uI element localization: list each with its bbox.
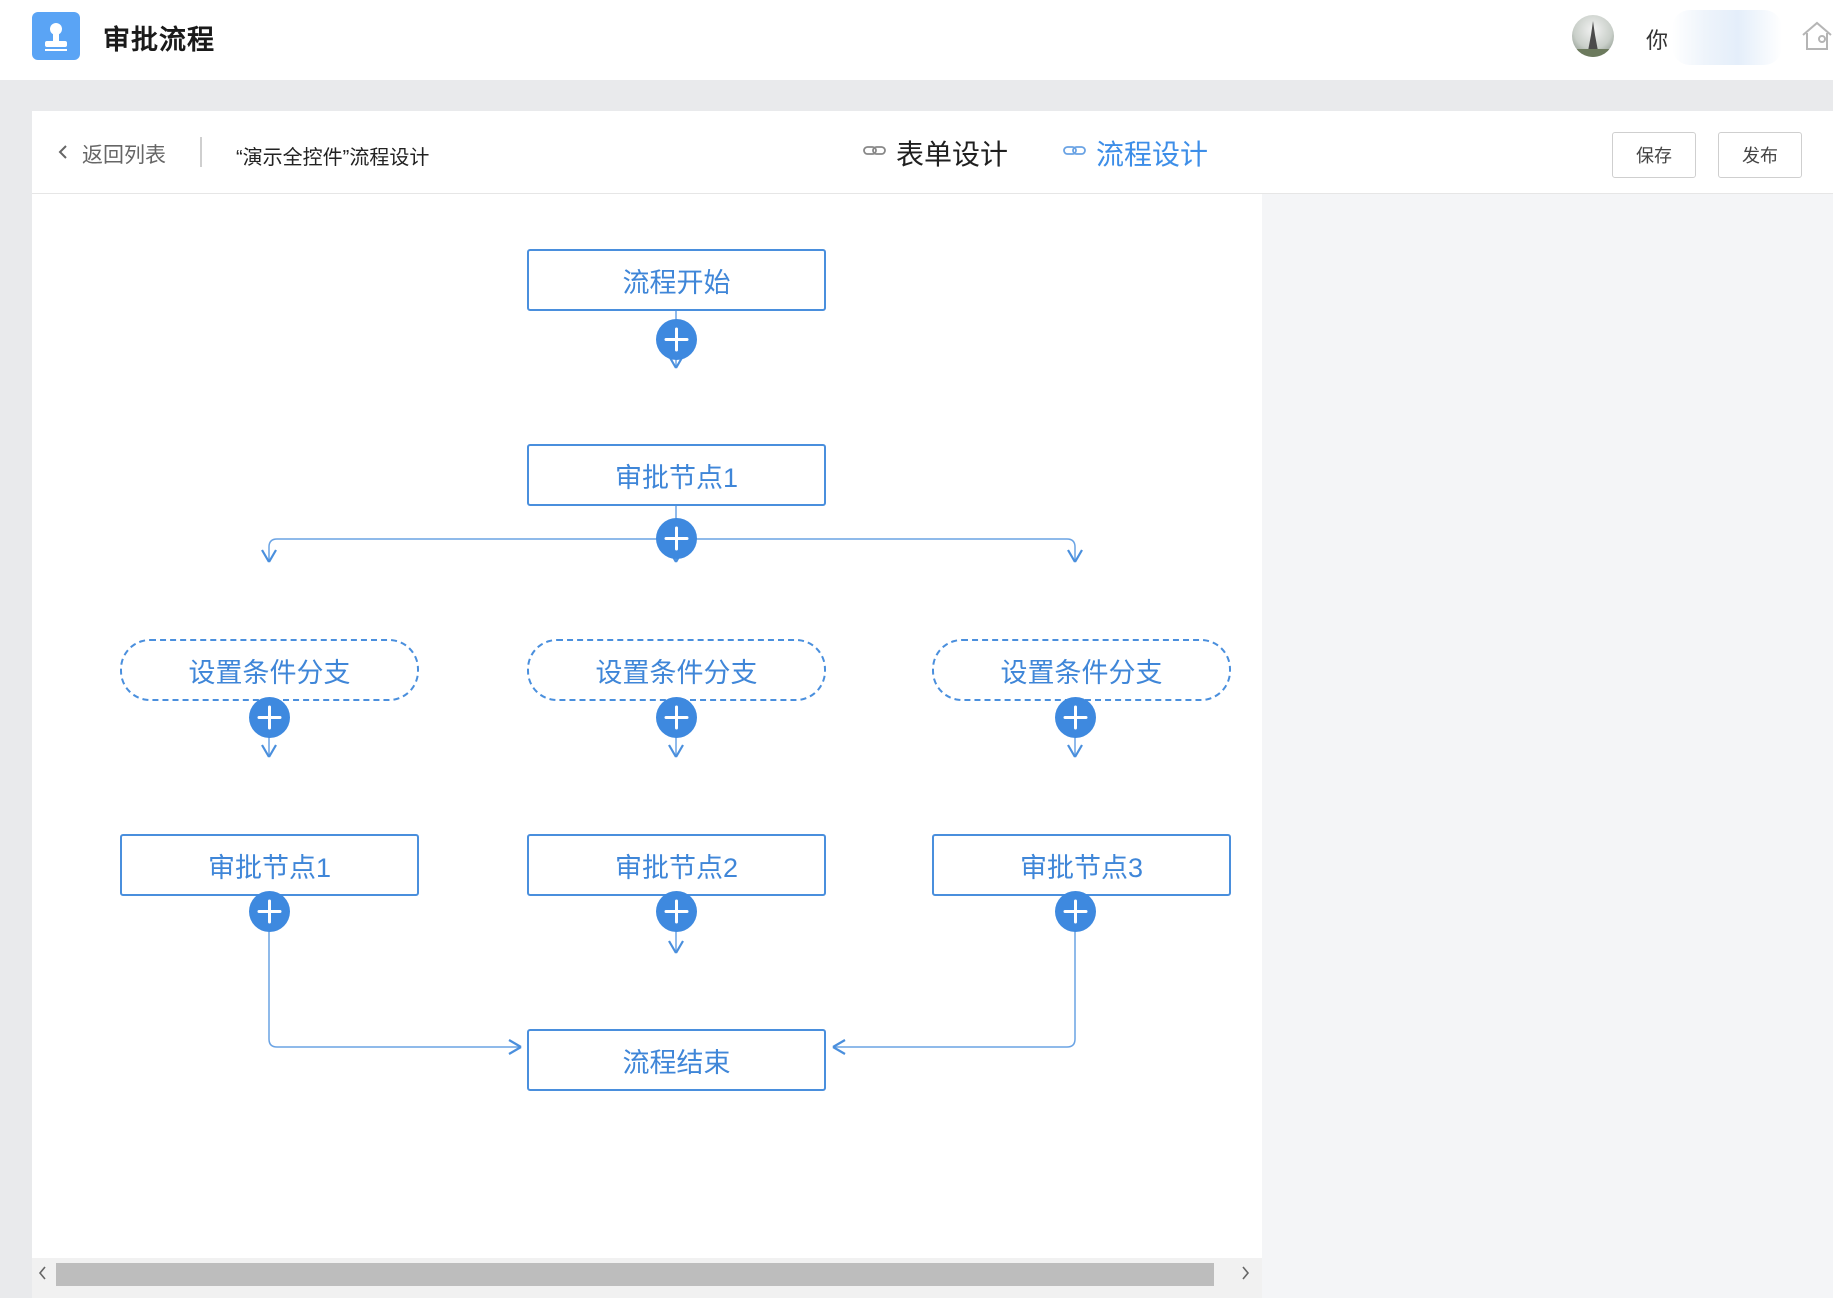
properties-side-pane: [1262, 194, 1833, 1298]
chevron-left-icon: [58, 142, 68, 166]
designer-panel: 返回列表 “演示全控件”流程设计 表单设计 流程设计 保存 发布: [32, 111, 1833, 1298]
tab-flow-design[interactable]: 流程设计: [1062, 133, 1208, 173]
back-to-list-label: 返回列表: [82, 144, 166, 167]
condition-branch-node[interactable]: 设置条件分支: [932, 639, 1231, 701]
save-button[interactable]: 保存: [1612, 132, 1696, 178]
scrollbar-thumb[interactable]: [56, 1263, 1214, 1286]
horizontal-scrollbar[interactable]: [32, 1258, 1262, 1298]
plus-icon: [664, 705, 689, 730]
approval-node[interactable]: 审批节点1: [527, 444, 826, 506]
avatar[interactable]: [1572, 15, 1614, 57]
link-icon: [1062, 137, 1088, 169]
add-node-button[interactable]: [249, 891, 290, 932]
branch-approval-node[interactable]: 审批节点1: [120, 834, 419, 896]
username[interactable]: 你: [1646, 28, 1669, 53]
header-divider: [200, 137, 202, 167]
tab-form-design-label: 表单设计: [896, 139, 1009, 170]
scroll-right-icon[interactable]: [1240, 1264, 1250, 1287]
flow-end-node[interactable]: 流程结束: [527, 1029, 826, 1091]
flow-name: “演示全控件”流程设计: [236, 147, 430, 169]
condition-branch-node[interactable]: 设置条件分支: [120, 639, 419, 701]
flow-canvas[interactable]: 流程开始 审批节点1 设置条件分支 审批节点1 设置条件分支 审批节点2 设置条…: [32, 194, 1262, 1258]
add-branch-button[interactable]: [656, 518, 697, 559]
back-to-list-link[interactable]: 返回列表: [58, 139, 166, 169]
add-node-button[interactable]: [1055, 891, 1096, 932]
scroll-left-icon[interactable]: [38, 1264, 48, 1287]
plus-icon: [257, 705, 282, 730]
top-bar: 审批流程 你: [0, 0, 1833, 80]
branch-approval-node[interactable]: 审批节点2: [527, 834, 826, 896]
plus-icon: [257, 899, 282, 924]
add-node-button[interactable]: [1055, 697, 1096, 738]
add-node-button[interactable]: [656, 697, 697, 738]
condition-branch-node[interactable]: 设置条件分支: [527, 639, 826, 701]
branch-approval-node[interactable]: 审批节点3: [932, 834, 1231, 896]
plus-icon: [664, 327, 689, 352]
plus-icon: [664, 899, 689, 924]
username-redaction: [1672, 10, 1782, 65]
flow-start-node[interactable]: 流程开始: [527, 249, 826, 311]
plus-icon: [664, 526, 689, 551]
add-node-button[interactable]: [249, 697, 290, 738]
plus-icon: [1063, 705, 1088, 730]
home-icon[interactable]: [1800, 20, 1833, 57]
publish-button[interactable]: 发布: [1718, 132, 1802, 178]
tab-flow-design-label: 流程设计: [1096, 139, 1209, 170]
panel-header: 返回列表 “演示全控件”流程设计 表单设计 流程设计 保存 发布: [32, 111, 1833, 194]
app-title: 审批流程: [103, 25, 215, 55]
add-node-button[interactable]: [656, 319, 697, 360]
link-icon: [862, 137, 888, 169]
add-node-button[interactable]: [656, 891, 697, 932]
tab-form-design[interactable]: 表单设计: [862, 133, 1008, 173]
plus-icon: [1063, 899, 1088, 924]
app-logo-icon: [32, 12, 80, 60]
